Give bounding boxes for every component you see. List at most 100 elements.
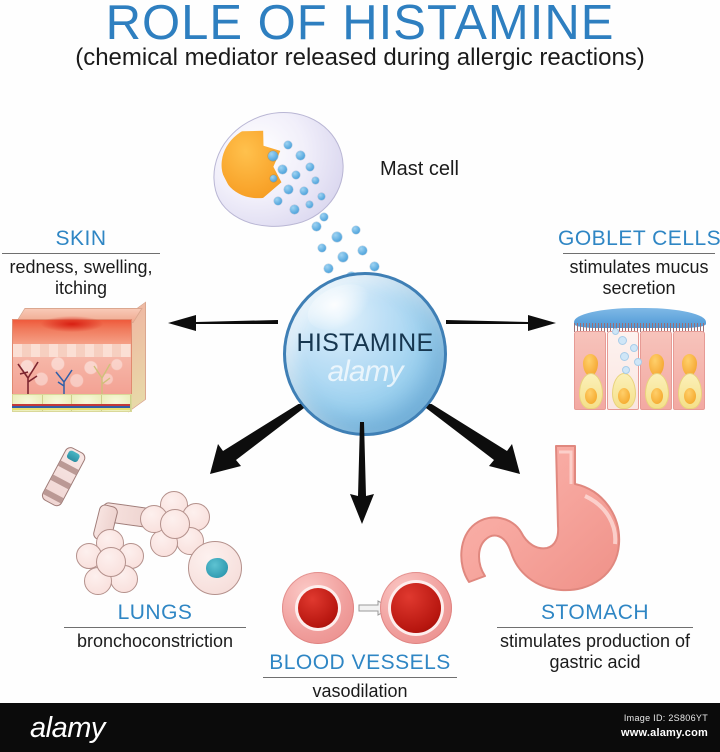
histamine-granule <box>306 201 313 208</box>
watermark-text: alamy <box>327 355 403 388</box>
bronchiole-tube <box>39 445 88 509</box>
label-blood-vessels: BLOOD VESSELS vasodilation <box>255 650 465 702</box>
alamy-url[interactable]: www.alamy.com <box>621 727 708 739</box>
epithelial-cell <box>640 331 672 410</box>
label-lungs: LUNGS bronchoconstriction <box>55 600 255 652</box>
stomach-divider <box>497 627 693 628</box>
image-id-text: Image ID: 2S806YT <box>623 713 708 723</box>
histamine-granule <box>352 226 360 234</box>
stomach-description: stimulates production of gastric acid <box>499 631 691 672</box>
skin-epidermis-layer <box>12 316 132 347</box>
histamine-granule <box>358 246 367 255</box>
basal-nucleus <box>650 388 663 404</box>
histamine-granule <box>312 177 319 184</box>
arrow-to-lungs <box>210 404 304 474</box>
vessel-lumen <box>391 583 441 633</box>
histamine-granule <box>370 262 379 271</box>
goblet-cells-heading: GOBLET CELLS <box>558 227 720 250</box>
cell-base <box>677 373 702 409</box>
label-goblet-cells: GOBLET CELLS stimulates mucus secretion <box>558 226 720 299</box>
basal-nucleus <box>683 388 696 404</box>
goblet-cells-divider <box>563 253 715 254</box>
skin-inflammation <box>41 316 103 332</box>
bronchiole-cross-section <box>188 541 242 595</box>
cell-nucleus <box>648 354 664 376</box>
cell-nucleus <box>681 354 697 376</box>
mucus-granule <box>630 344 638 352</box>
arrow-to-stomach <box>426 404 520 474</box>
epithelial-cell <box>673 331 705 410</box>
cartilage-ring <box>43 488 64 504</box>
cilia <box>574 323 706 332</box>
basal-nucleus <box>617 388 630 404</box>
cell-base <box>611 373 636 409</box>
histamine-granule <box>324 264 333 273</box>
histamine-granule <box>318 244 326 252</box>
page-subtitle: (chemical mediator released during aller… <box>75 44 645 71</box>
mucus-granule <box>622 366 630 374</box>
histamine-granule <box>274 197 282 205</box>
histamine-granule <box>284 185 293 194</box>
histamine-granule <box>292 171 300 179</box>
histamine-granule <box>318 193 325 200</box>
histamine-granule <box>296 151 305 160</box>
mucus-granule <box>618 336 627 345</box>
cell-nucleus <box>582 354 598 376</box>
histamine-sphere: HISTAMINE alamy <box>283 272 447 436</box>
skin-cell-texture <box>13 357 131 395</box>
histamine-sphere-label: HISTAMINE <box>296 329 434 357</box>
arrow-to-skin <box>168 315 278 331</box>
mucus-granule <box>612 328 619 335</box>
lungs-divider <box>64 627 246 628</box>
label-stomach: STOMACH stimulates production of gastric… <box>485 600 705 673</box>
cell-base <box>644 373 669 409</box>
histamine-granule <box>338 252 348 262</box>
skin-nerve-branches <box>17 361 111 398</box>
skin-heading: SKIN <box>55 227 107 250</box>
blood-vessels-illustration <box>282 572 452 644</box>
histamine-granule <box>278 165 287 174</box>
histamine-granule <box>284 141 292 149</box>
blood-vessels-divider <box>263 677 457 678</box>
lungs-illustration <box>39 443 245 598</box>
goblet-cells-description: stimulates mucus secretion <box>569 257 709 298</box>
skin-granular-layer <box>12 344 132 358</box>
mast-cell-illustration <box>200 98 356 242</box>
mucus-granule <box>634 358 642 366</box>
skin-description: redness, swelling, itching <box>9 257 153 298</box>
histamine-granule <box>312 222 321 231</box>
histamine-granule <box>332 232 342 242</box>
mast-cell-label: Mast cell <box>380 158 459 180</box>
label-skin: SKIN redness, swelling, itching <box>0 226 162 299</box>
vessel-lumen <box>298 588 338 628</box>
constricted-vessel <box>282 572 354 644</box>
goblet-cells-illustration <box>574 306 706 410</box>
arrow-to-goblet-cells <box>446 315 556 331</box>
histamine-granule <box>300 187 308 195</box>
skin-blood-vessel-base <box>12 404 130 410</box>
skin-dermis-layer <box>12 357 132 395</box>
skin-illustration <box>12 301 146 413</box>
histamine-granule <box>290 205 299 214</box>
epithelial-cell <box>574 331 606 410</box>
blood-vessels-description: vasodilation <box>312 681 408 701</box>
stomach-illustration <box>455 440 645 600</box>
mucus-granule <box>620 352 629 361</box>
footer-bar: alamy Image ID: 2S806YT www.alamy.com <box>0 703 720 752</box>
histamine-granule <box>306 163 314 171</box>
histamine-granule <box>270 175 277 182</box>
alamy-logo: alamy <box>30 712 105 744</box>
histamine-granule <box>268 151 278 161</box>
alveolus <box>160 509 190 539</box>
blood-vessels-heading: BLOOD VESSELS <box>269 651 451 674</box>
arrow-to-blood-vessels <box>350 422 374 524</box>
lungs-heading: LUNGS <box>117 601 193 624</box>
cell-base <box>578 373 603 409</box>
cartilage-ring <box>50 474 72 490</box>
cartilage-ring <box>58 460 79 476</box>
basal-nucleus <box>584 388 597 404</box>
skin-divider <box>2 253 160 254</box>
stomach-heading: STOMACH <box>540 601 650 624</box>
dilated-vessel <box>380 572 452 644</box>
